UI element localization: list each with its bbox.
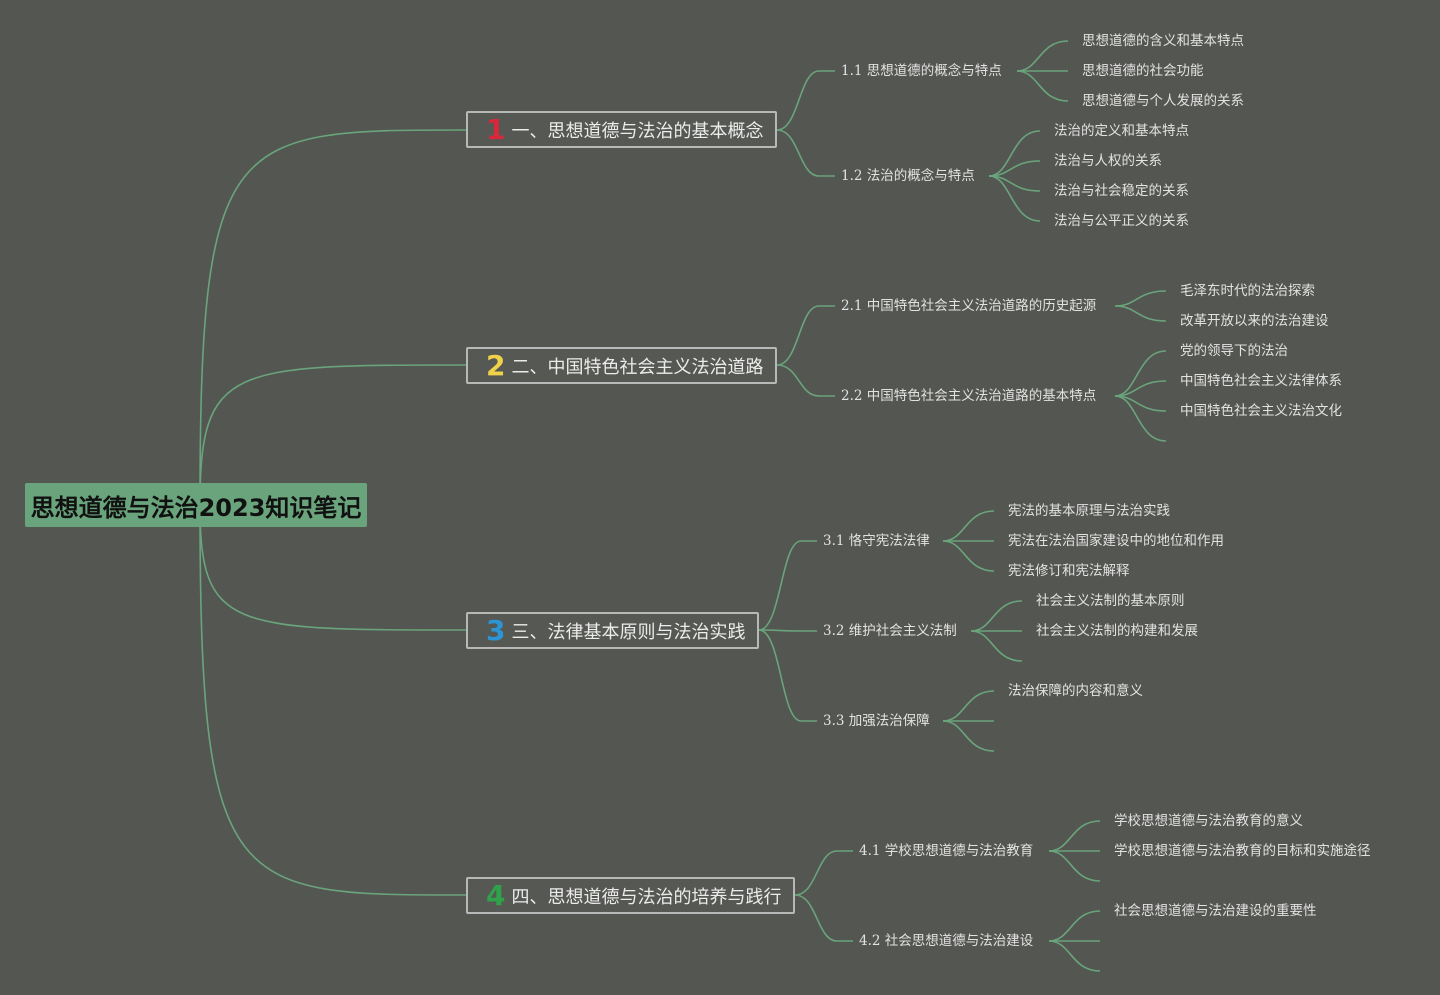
leaf-connector [970,600,1023,632]
leaf-connector [1048,820,1101,852]
leaf-item[interactable]: 社会主义法制的基本原则 [1036,593,1185,609]
leaf-item[interactable]: 思想道德的含义和基本特点 [1082,33,1244,49]
branch-topic-1[interactable]: 1 一、思想道德与法治的基本概念 [466,111,777,148]
leaf-item[interactable]: 法治与公平正义的关系 [1054,213,1189,229]
leaf-item[interactable]: 学校思想道德与法治教育的意义 [1114,813,1303,829]
branch-connector [758,629,817,722]
branch-connector [758,540,817,631]
root-connector [199,504,467,631]
number-1-icon: 1 [486,112,506,146]
leaf-connector [1016,70,1069,102]
leaf-connector [1114,305,1167,322]
leaf-item[interactable]: 思想道德的社会功能 [1082,63,1204,79]
root-topic[interactable]: 思想道德与法治2023知识笔记 [25,483,367,527]
leaf-connector [1114,395,1167,442]
branch-connector [794,894,853,942]
branch-connector [776,129,835,177]
leaf-item[interactable]: 学校思想道德与法治教育的目标和实施途径 [1114,843,1371,859]
subtopic-4-1[interactable]: 4.1 学校思想道德与法治教育 [859,843,1034,859]
branch-connector [794,850,853,896]
subtopic-3-2[interactable]: 3.2 维护社会主义法制 [823,623,957,639]
leaf-connector [1048,940,1101,972]
number-4-icon: 4 [486,878,506,912]
branch-label: 一、思想道德与法治的基本概念 [511,120,764,142]
leaf-connector [970,630,1023,662]
leaf-item[interactable]: 中国特色社会主义法律体系 [1180,373,1342,389]
leaf-connector [942,510,995,542]
branch-topic-2[interactable]: 2 二、中国特色社会主义法治道路 [466,347,777,384]
branch-connector [758,629,817,632]
leaf-item[interactable]: 宪法的基本原理与法治实践 [1008,503,1170,519]
leaf-connector [988,130,1041,177]
leaf-item[interactable]: 法治与社会稳定的关系 [1054,183,1189,199]
leaf-connector [1048,850,1101,882]
leaf-item[interactable]: 改革开放以来的法治建设 [1180,313,1329,329]
leaf-item[interactable]: 思想道德与个人发展的关系 [1082,93,1244,109]
branch-topic-3[interactable]: 3 三、法律基本原则与法治实践 [466,612,759,649]
leaf-item[interactable]: 中国特色社会主义法治文化 [1180,403,1342,419]
branch-label: 二、中国特色社会主义法治道路 [511,356,764,378]
leaf-item[interactable]: 社会主义法制的构建和发展 [1036,623,1198,639]
leaf-item[interactable]: 法治保障的内容和意义 [1008,683,1143,699]
subtopic-1-2[interactable]: 1.2 法治的概念与特点 [841,168,975,184]
number-2-icon: 2 [486,348,506,382]
leaf-item[interactable]: 毛泽东时代的法治探索 [1180,283,1315,299]
leaf-item[interactable]: 宪法修订和宪法解释 [1008,563,1130,579]
branch-label: 四、思想道德与法治的培养与践行 [511,886,782,908]
leaf-item[interactable]: 法治的定义和基本特点 [1054,123,1189,139]
number-3-icon: 3 [486,613,506,647]
branch-connector [776,364,835,397]
branch-connector [776,70,835,131]
leaf-connector [1114,290,1167,307]
root-connector [199,364,467,506]
leaf-item[interactable]: 社会思想道德与法治建设的重要性 [1114,903,1317,919]
leaf-connector [942,690,995,722]
branch-connector [776,305,835,366]
branch-label: 三、法律基本原则与法治实践 [511,621,746,643]
subtopic-3-1[interactable]: 3.1 恪守宪法法律 [823,533,930,549]
leaf-connector [942,540,995,572]
leaf-item[interactable]: 法治与人权的关系 [1054,153,1162,169]
subtopic-2-1[interactable]: 2.1 中国特色社会主义法治道路的历史起源 [841,298,1097,314]
leaf-connector [988,175,1041,222]
leaf-item[interactable]: 党的领导下的法治 [1180,343,1288,359]
root-connector [199,504,467,896]
leaf-connector [1016,40,1069,72]
root-connector [199,129,467,506]
subtopic-1-1[interactable]: 1.1 思想道德的概念与特点 [841,63,1002,79]
leaf-connector [1114,350,1167,397]
leaf-connector [1048,910,1101,942]
leaf-item[interactable]: 宪法在法治国家建设中的地位和作用 [1008,533,1224,549]
leaf-connector [942,720,995,752]
subtopic-2-2[interactable]: 2.2 中国特色社会主义法治道路的基本特点 [841,388,1097,404]
branch-topic-4[interactable]: 4 四、思想道德与法治的培养与践行 [466,877,795,914]
subtopic-4-2[interactable]: 4.2 社会思想道德与法治建设 [859,933,1034,949]
subtopic-3-3[interactable]: 3.3 加强法治保障 [823,713,930,729]
